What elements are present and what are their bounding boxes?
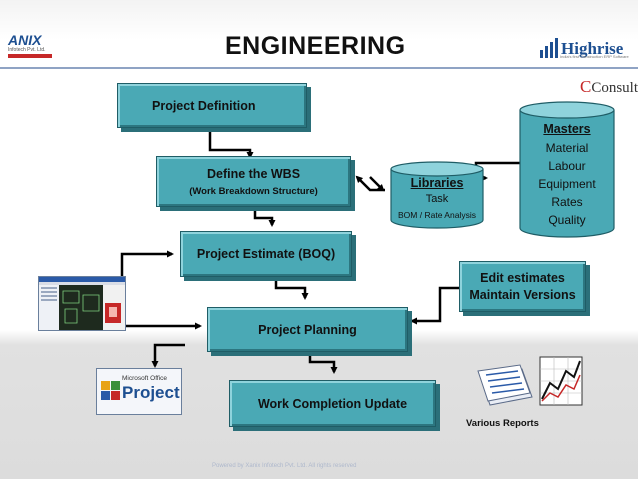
ms-project-brand: Microsoft Office — [122, 375, 168, 382]
libraries-title: Libraries — [410, 176, 464, 190]
project-planning-box[interactable]: Project Planning — [207, 307, 408, 352]
libraries-bom: BOM / Rate Analysis — [398, 210, 476, 220]
arrow-wbs-to-libraries — [369, 176, 385, 192]
masters-item: Quality — [548, 213, 586, 227]
estimate-screenshot — [38, 276, 126, 331]
libraries-task: Task — [425, 193, 449, 205]
highrise-tagline: India's first Construction ERP Software — [560, 54, 629, 59]
define-wbs-box[interactable]: Define the WBS (Work Breakdown Structure… — [156, 156, 351, 207]
masters-title: Masters — [543, 122, 591, 136]
arrow-planning-to-msproject — [151, 343, 185, 368]
project-planning-label: Project Planning — [258, 322, 357, 337]
consult-logo: CConsult — [580, 77, 638, 97]
libraries-cylinder-shape — [390, 161, 484, 229]
line-chart-icon — [539, 356, 583, 406]
project-estimate-box[interactable]: Project Estimate (BOQ) — [180, 231, 352, 277]
define-wbs-label: Define the WBS — [206, 166, 301, 181]
report-papers-icon — [477, 364, 533, 406]
arrow-edit-to-planning — [410, 286, 461, 325]
highrise-logo: Highrise India's first Construction ERP … — [540, 37, 629, 59]
arrow-estimate-to-planning — [274, 275, 309, 300]
maintain-versions-label: Maintain Versions — [469, 288, 576, 302]
work-completion-label: Work Completion Update — [257, 396, 408, 411]
edit-estimates-label: Edit estimates — [480, 271, 565, 285]
consult-logo-initial: C — [580, 77, 592, 96]
define-wbs-sublabel: (Work Breakdown Structure) — [189, 185, 318, 197]
xanix-logo: ANIX Infotech Pvt. Ltd. — [8, 33, 53, 59]
masters-cylinder-shape — [519, 101, 615, 238]
various-reports-label: Various Reports — [466, 418, 539, 429]
page-title: ENGINEERING — [225, 32, 406, 60]
highrise-logo-name: Highrise — [561, 38, 624, 58]
masters-item: Material — [545, 141, 589, 155]
arrow-wbs-to-estimate — [253, 205, 276, 227]
xanix-logo-name: ANIX — [8, 32, 42, 48]
work-completion-box[interactable]: Work Completion Update — [229, 380, 436, 427]
ms-project-logo: Microsoft Office Project — [96, 368, 182, 415]
edit-estimates-box[interactable]: Edit estimates Maintain Versions — [459, 261, 586, 312]
consult-logo-name: Consult — [591, 80, 638, 96]
header-divider — [0, 67, 638, 69]
arrow-definition-to-wbs — [208, 128, 254, 159]
masters-item: Rates — [551, 195, 583, 209]
masters-cylinder[interactable]: Masters Material Labour Equipment Rates … — [518, 100, 616, 240]
estimate-screenshot-image — [39, 277, 125, 330]
project-estimate-label: Project Estimate (BOQ) — [196, 247, 336, 261]
reports-illustration — [477, 356, 583, 406]
masters-item: Equipment — [538, 177, 596, 191]
masters-item: Labour — [548, 159, 586, 173]
ms-project-logo-image — [97, 369, 181, 414]
project-definition-box[interactable]: Project Definition — [117, 83, 307, 128]
project-definition-label: Project Definition — [152, 99, 256, 113]
footer-text: Powered by Xanix Infotech Pvt. Ltd. All … — [212, 463, 357, 469]
arrow-planning-to-completion — [308, 350, 338, 374]
highrise-bars-icon — [540, 38, 558, 58]
arrow-screenshot-to-estimate — [120, 250, 174, 276]
xanix-logo-subtitle: Infotech Pvt. Ltd. — [8, 47, 46, 53]
libraries-cylinder[interactable]: Libraries Task BOM / Rate Analysis — [389, 160, 485, 230]
xanix-logo-bar — [8, 54, 52, 58]
ms-project-product: Project — [122, 383, 180, 402]
